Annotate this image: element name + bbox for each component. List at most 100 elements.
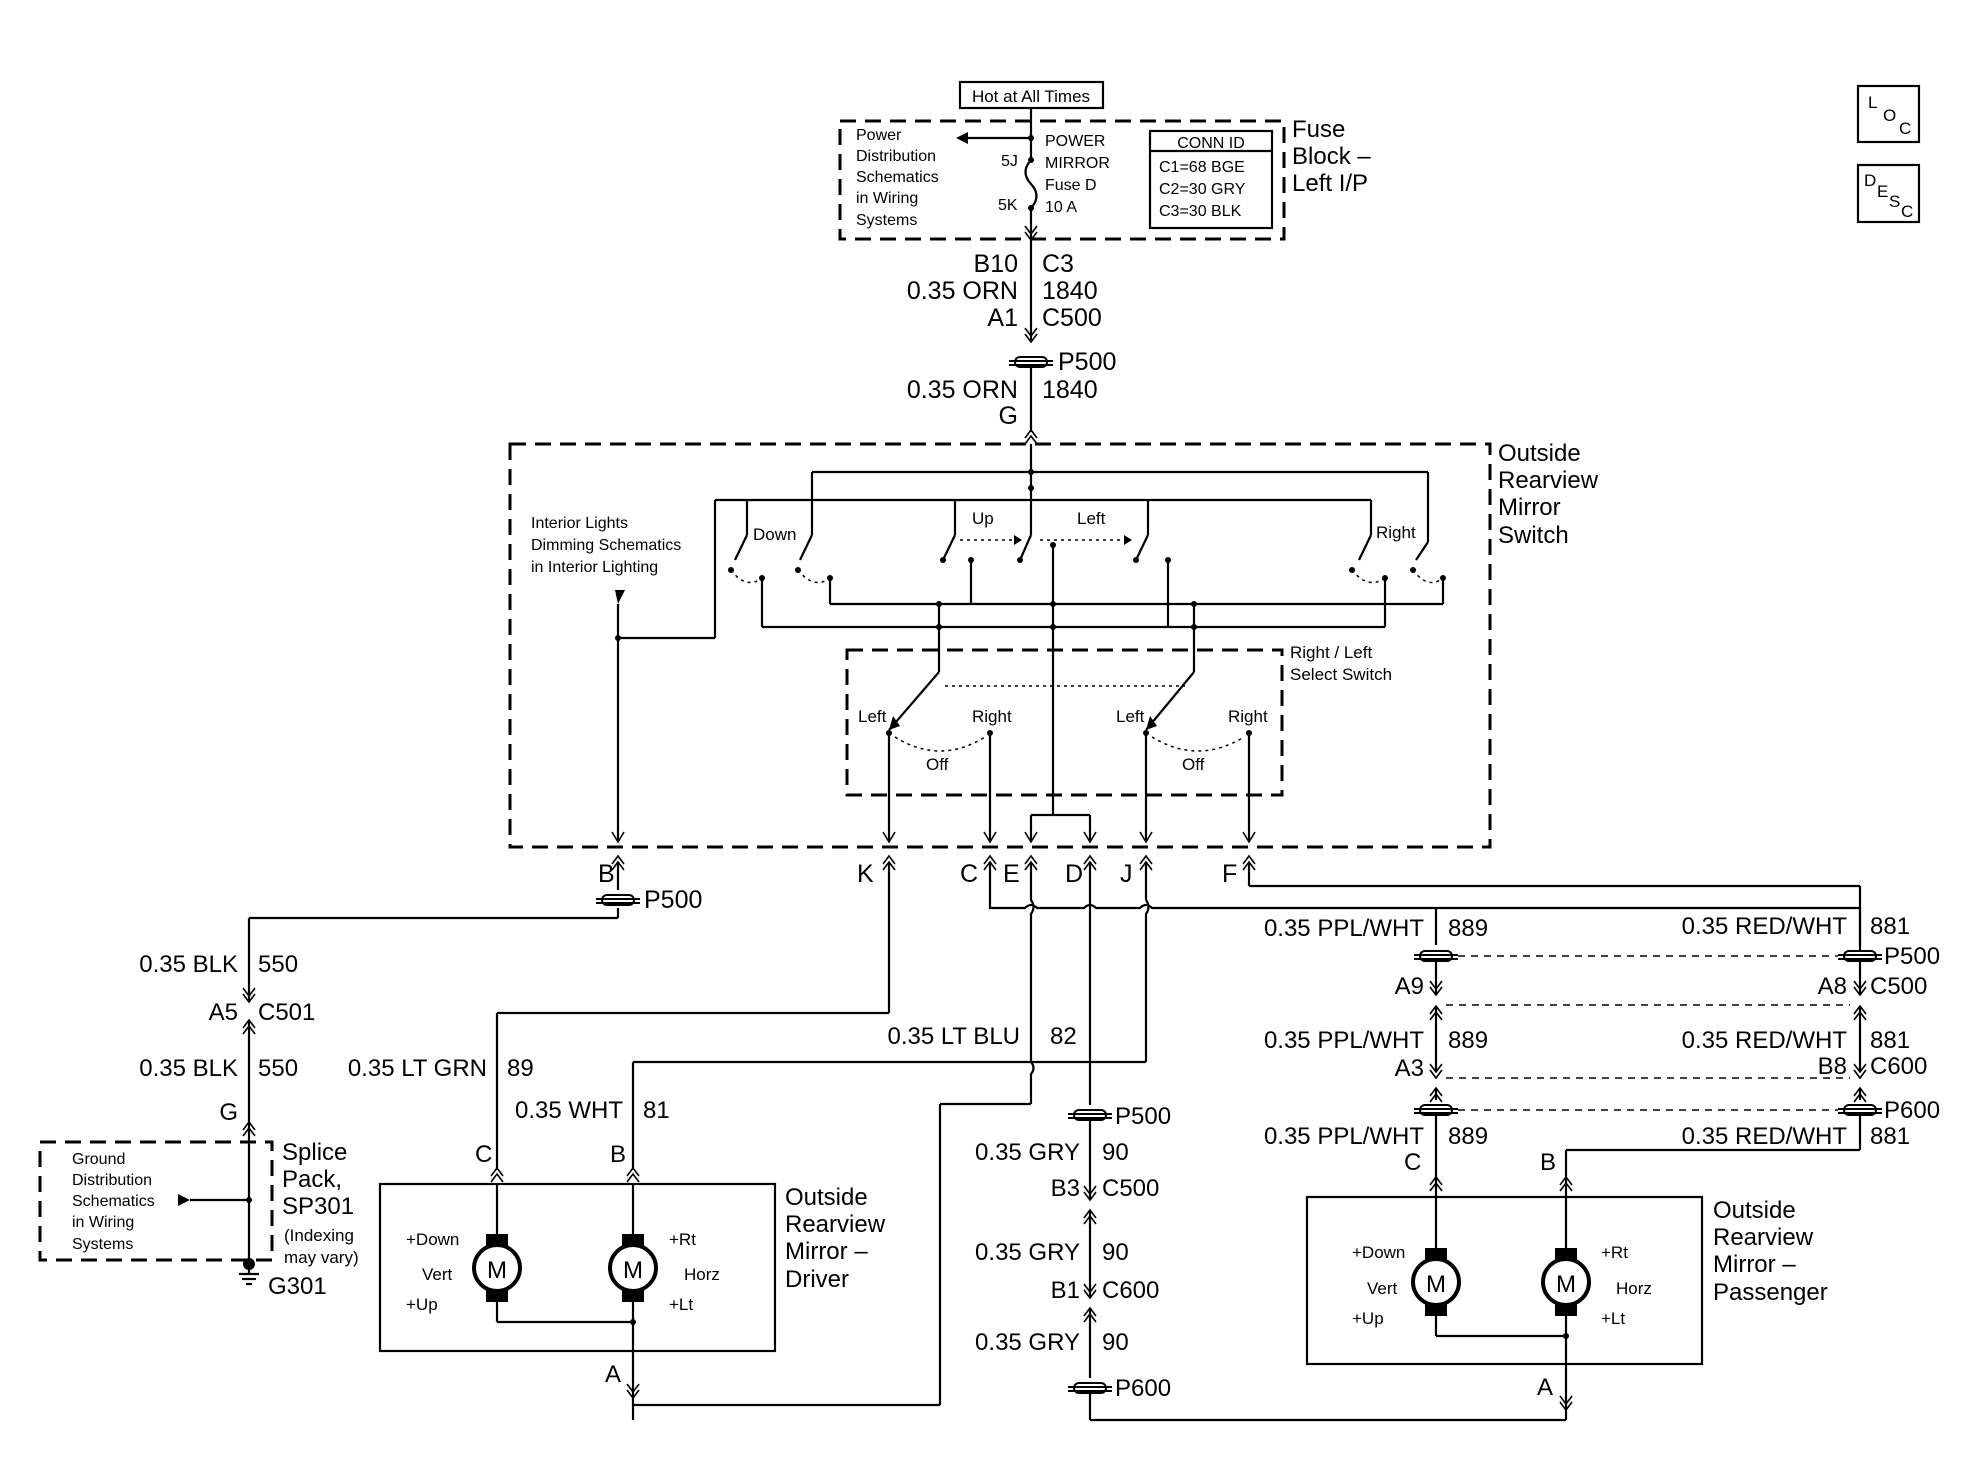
- svg-text:Mirror: Mirror: [1498, 494, 1561, 521]
- svg-text:Dimming Schematics: Dimming Schematics: [531, 537, 681, 554]
- svg-text:Ground: Ground: [72, 1151, 125, 1168]
- fuse-block-line-3: Left I/P: [1292, 170, 1368, 197]
- center-p600: P600: [1115, 1375, 1171, 1402]
- center-gry-2: 0.35 GRY: [975, 1239, 1080, 1266]
- driver-mirror: M M +Down Vert +Up +Rt Horz +Lt: [378, 1182, 777, 1405]
- pass-red-3: 0.35 RED/WHT: [1682, 1123, 1848, 1150]
- ground-ref-arrow-icon: [178, 1194, 190, 1206]
- down-label: Down: [753, 525, 796, 544]
- fuse-line-2: MIRROR: [1045, 155, 1110, 172]
- driver-ltgrn: 0.35 LT GRN: [348, 1055, 487, 1082]
- ground-circuit-2: 550: [258, 1055, 298, 1082]
- fuse-block-line-2: Block –: [1292, 143, 1371, 170]
- down-switch: Down: [728, 500, 1168, 627]
- svg-text:M: M: [487, 1257, 507, 1284]
- interior-lights-ref: Interior Lights Dimming Schematics in In…: [531, 515, 681, 576]
- svg-text:Rearview: Rearview: [1713, 1224, 1814, 1251]
- fuse-block-title: Fuse Block – Left I/P: [1292, 116, 1371, 197]
- svg-text:(Indexing: (Indexing: [284, 1226, 354, 1245]
- feed-circuit-1: 1840: [1042, 277, 1098, 305]
- splice-pack-box: [38, 1140, 274, 1262]
- svg-text:S: S: [1889, 192, 1900, 211]
- svg-text:Off: Off: [926, 755, 949, 774]
- driver-wht: 0.35 WHT: [515, 1097, 623, 1124]
- svg-text:+Rt: +Rt: [1601, 1243, 1628, 1262]
- pass-circuit-889-b: 889: [1448, 1027, 1488, 1054]
- svg-text:Switch: Switch: [1498, 522, 1569, 549]
- power-dist-line-1: Power: [856, 127, 902, 144]
- passenger-mirror-title: Outside Rearview Mirror – Passenger: [1713, 1197, 1828, 1306]
- svg-text:Right / Left: Right / Left: [1290, 643, 1372, 662]
- pass-b8: B8: [1818, 1053, 1847, 1080]
- feed-a1: A1: [987, 304, 1018, 332]
- svg-text:Vert: Vert: [422, 1265, 453, 1284]
- svg-text:M: M: [1556, 1271, 1576, 1298]
- center-circuit-90-a: 90: [1102, 1139, 1129, 1166]
- svg-text:L: L: [1868, 93, 1877, 112]
- fuse-5k: 5K: [998, 197, 1018, 214]
- ground-circuit-1: 550: [258, 951, 298, 978]
- pass-pin-b: B: [1540, 1149, 1556, 1176]
- fuse-line-3: Fuse D: [1045, 177, 1097, 194]
- svg-text:Driver: Driver: [785, 1266, 849, 1293]
- svg-text:Distribution: Distribution: [72, 1172, 152, 1189]
- svg-text:Interior Lights: Interior Lights: [531, 515, 628, 532]
- svg-text:in Wiring: in Wiring: [72, 1214, 134, 1231]
- select-switch-title: Right / Left Select Switch: [1290, 643, 1392, 684]
- right-switch: Right: [1166, 500, 1446, 627]
- power-distribution-ref: Power Distribution Schematics in Wiring …: [856, 127, 939, 229]
- center-b3: B3: [1051, 1175, 1080, 1202]
- left-switch: Left: [1017, 500, 1171, 627]
- location-icon[interactable]: L O C: [1856, 84, 1921, 144]
- center-circuit-90-b: 90: [1102, 1239, 1129, 1266]
- ground-a5: A5: [209, 999, 238, 1026]
- g301-label: G301: [268, 1273, 327, 1300]
- center-c600: C600: [1102, 1277, 1159, 1304]
- hot-at-all-times: Hot at All Times: [958, 80, 1105, 110]
- pass-ppl-3: 0.35 PPL/WHT: [1264, 1123, 1424, 1150]
- svg-text:Outside: Outside: [1713, 1197, 1796, 1224]
- svg-text:Schematics: Schematics: [72, 1193, 155, 1210]
- svg-text:D: D: [1864, 171, 1876, 190]
- driver-mirror-title: Outside Rearview Mirror – Driver: [785, 1184, 886, 1293]
- ground-c501: C501: [258, 999, 315, 1026]
- select-switch-left: Left Right Off: [858, 604, 1012, 844]
- svg-text:Off: Off: [1182, 755, 1205, 774]
- svg-text:Horz: Horz: [1616, 1279, 1652, 1298]
- feed-p500: P500: [1058, 348, 1116, 376]
- conn-id-c2: C2=30 GRY: [1159, 181, 1246, 198]
- center-p500: P500: [1115, 1103, 1171, 1130]
- fuse-5j: 5J: [1001, 153, 1018, 170]
- svg-text:O: O: [1883, 106, 1896, 125]
- up-switch: Up: [940, 500, 1022, 604]
- left-label: Left: [1077, 509, 1106, 528]
- center-circuit-90-c: 90: [1102, 1329, 1129, 1356]
- description-icon[interactable]: D E S C: [1856, 163, 1921, 224]
- center-gry-3: 0.35 GRY: [975, 1329, 1080, 1356]
- svg-text:Mirror –: Mirror –: [785, 1238, 868, 1265]
- right-label: Right: [1376, 523, 1416, 542]
- svg-text:M: M: [1426, 1271, 1446, 1298]
- pass-a8: A8: [1818, 973, 1847, 1000]
- driver-pin-b: B: [610, 1141, 626, 1168]
- center-labels: P500 0.35 GRY 90 B3 C500 0.35 GRY 90 B1 …: [975, 1103, 1171, 1402]
- splice-pack-title: Splice Pack, SP301 (Indexing may vary) G…: [268, 1139, 359, 1300]
- pass-circuit-889-c: 889: [1448, 1123, 1488, 1150]
- svg-text:Mirror –: Mirror –: [1713, 1251, 1796, 1278]
- passenger-mirror: M M +Down Vert +Up +Rt Horz +Lt: [1305, 1184, 1704, 1420]
- pin-c: C: [960, 860, 978, 888]
- feed-c500: C500: [1042, 304, 1102, 332]
- svg-text:M: M: [623, 1257, 643, 1284]
- driver-pin-c: C: [475, 1141, 492, 1168]
- power-dist-line-5: Systems: [856, 212, 917, 229]
- feed-circuit-2: 1840: [1042, 376, 1098, 404]
- pass-red-1: 0.35 RED/WHT: [1682, 913, 1848, 940]
- pass-circuit-881-b: 881: [1870, 1027, 1910, 1054]
- svg-text:Right: Right: [972, 707, 1012, 726]
- feed-wire-1: 0.35 ORN: [907, 277, 1018, 305]
- feed-labels: B10 C3 0.35 ORN 1840 A1 C500 P500 0.35 O…: [907, 250, 1117, 430]
- pin-b: B: [598, 860, 615, 888]
- svg-text:Outside: Outside: [1498, 440, 1581, 467]
- center-ltblu: 0.35 LT BLU: [887, 1023, 1020, 1050]
- power-mirror-fuse: POWER MIRROR Fuse D 10 A 5J 5K: [956, 122, 1110, 236]
